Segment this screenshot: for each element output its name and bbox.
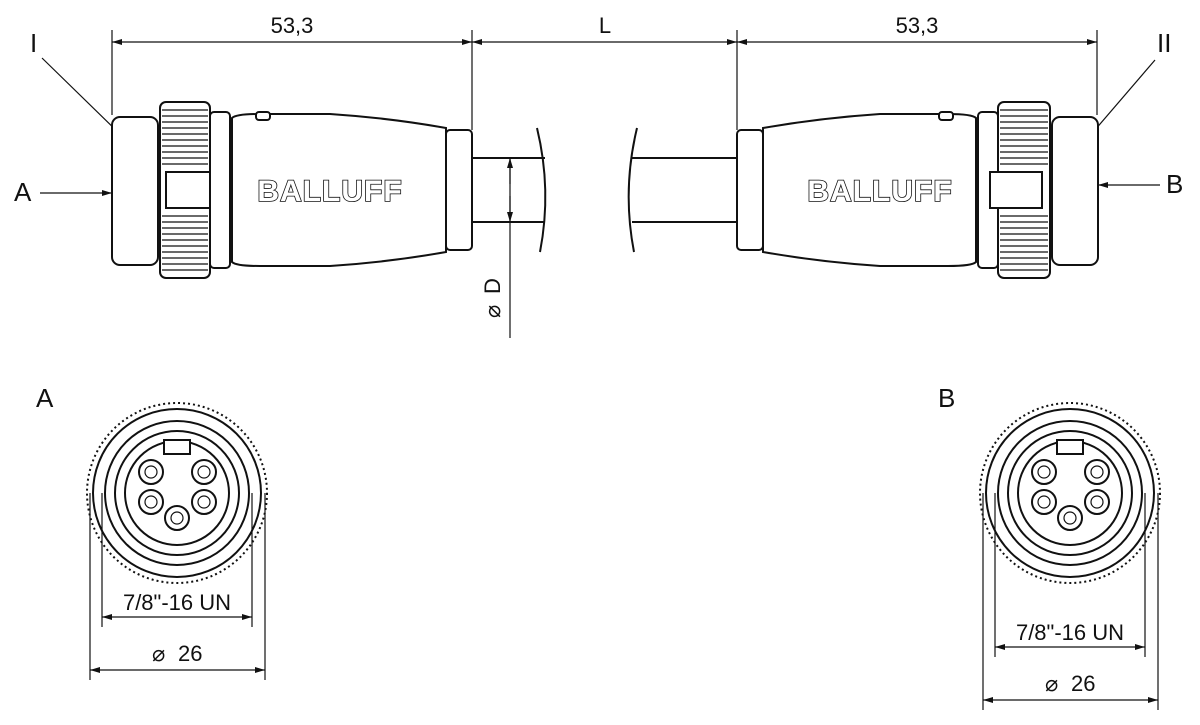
diameter-symbol-a: ⌀ <box>152 641 165 666</box>
brand-right: BALLUFF <box>807 175 952 208</box>
dimension-left-length: 53,3 <box>271 13 314 38</box>
label-side-a: A <box>14 177 32 207</box>
connector-right: BALLUFF <box>736 101 1099 279</box>
front-view-a: A 7/8"-16 UN ⌀ 26 <box>36 383 268 680</box>
thread-label-b: 7/8"-16 UN <box>1016 620 1124 645</box>
diameter-symbol-b: ⌀ <box>1045 671 1058 696</box>
cable: ⌀ D <box>472 127 737 338</box>
dimension-cable-length: L <box>599 13 611 38</box>
top-dimensions: 53,3 L 53,3 <box>111 13 1098 130</box>
view-label-a: A <box>36 383 54 413</box>
cable-diameter-symbol: ⌀ <box>480 305 505 318</box>
dimension-right-length: 53,3 <box>896 13 939 38</box>
label-side-b: B <box>1166 169 1183 199</box>
front-view-b: B 7/8"-16 UN ⌀ 26 <box>938 383 1161 710</box>
cable-diameter-label: D <box>480 278 505 294</box>
diameter-label-b: 26 <box>1071 671 1095 696</box>
label-end-ii: II <box>1157 28 1171 58</box>
diameter-label-a: 26 <box>178 641 202 666</box>
brand-left: BALLUFF <box>257 175 402 208</box>
label-end-i: I <box>30 28 37 58</box>
view-label-b: B <box>938 383 955 413</box>
connector-left: BALLUFF <box>111 101 473 279</box>
thread-label-a: 7/8"-16 UN <box>123 590 231 615</box>
